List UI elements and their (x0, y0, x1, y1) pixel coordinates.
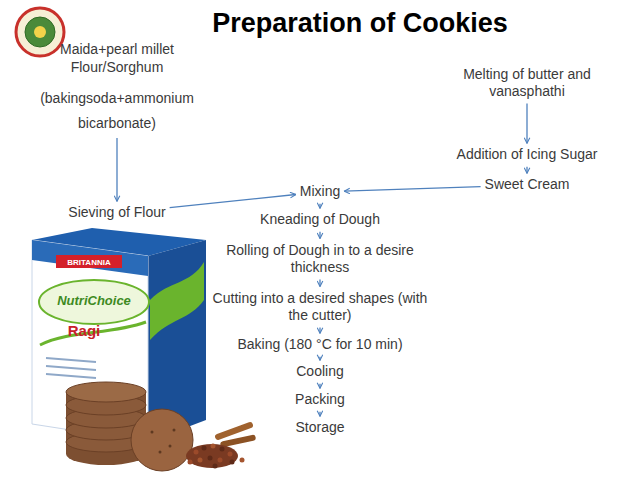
logo-swoosh (39, 280, 149, 324)
university-logo (16, 8, 64, 56)
flow-arrow (170, 195, 296, 208)
process-step: Rolling of Dough in to a desire thicknes… (208, 241, 433, 278)
cookie-dot (151, 431, 154, 434)
seed (213, 464, 218, 469)
process-step: Sweet Cream (483, 175, 572, 195)
process-step: Baking (180 °C for 10 min) (235, 335, 404, 355)
process-step: Packing (293, 390, 347, 410)
seed (218, 458, 223, 463)
step-text: Storage (295, 419, 344, 437)
flow-arrow (319, 357, 320, 361)
step-text: Cutting into a desired shapes (with the … (210, 290, 431, 325)
step-text: Addition of Icing Sugar (457, 146, 598, 164)
seed (211, 444, 216, 449)
step-text: Rolling of Dough in to a desire thicknes… (210, 242, 431, 277)
process-step: Storage (293, 418, 346, 438)
process-step: Addition of Icing Sugar (455, 145, 600, 165)
step-text: (bakingsoda+ammonium bicarbonate) (32, 86, 203, 135)
process-step: Mixing (298, 182, 342, 202)
step-text: Sieving of Flour (68, 204, 165, 222)
step-text: Baking (180 °C for 10 min) (237, 336, 402, 354)
pack-line (46, 366, 96, 370)
process-step: Cooling (294, 362, 345, 382)
seed (230, 460, 235, 465)
process-step: Cutting into a desired shapes (with the … (208, 289, 433, 326)
seed (240, 458, 245, 463)
package-text: NutriChoice (57, 293, 131, 308)
seed (198, 458, 203, 463)
process-step: Sieving of Flour (66, 203, 167, 223)
seed (208, 456, 213, 461)
logo-center (25, 17, 55, 47)
brand-banner (56, 255, 122, 268)
cookie-dot (169, 445, 172, 448)
flow-arrow (319, 412, 320, 417)
step-text: Packing (295, 391, 345, 409)
cookies (66, 382, 193, 471)
seed-pile (186, 444, 238, 468)
green-swoosh (40, 322, 146, 345)
step-text: Maida+pearl millet Flour/Sorghum (32, 41, 203, 76)
flow-arrow (319, 232, 320, 239)
flow-arrow (526, 104, 527, 144)
step-text: Cooling (296, 363, 343, 381)
pack-line (46, 358, 96, 362)
logo-sun (34, 26, 46, 38)
step-text: Sweet Cream (485, 176, 570, 194)
package-text: BRITANNIA (67, 257, 110, 266)
cookie-dot (159, 451, 162, 454)
flow-arrow (319, 384, 320, 389)
product-box (32, 228, 206, 442)
flow-arrow (116, 138, 117, 201)
box-band (32, 240, 148, 276)
process-step: Melting of butter and vanasphathi (445, 65, 610, 102)
process-step: Kneading of Dough (258, 210, 382, 230)
package-text: Ragi (68, 322, 101, 339)
cookie (131, 409, 193, 471)
flow-arrow (319, 280, 320, 287)
pack-line (46, 374, 96, 378)
cookie-dot (173, 429, 176, 432)
seed (194, 450, 199, 455)
ragi-seeds (186, 421, 256, 468)
step-text: Melting of butter and vanasphathi (447, 66, 608, 101)
flow-arrow (526, 167, 527, 174)
step-text: Mixing (300, 183, 340, 201)
box-front (32, 240, 148, 442)
seed (202, 446, 207, 451)
step-text: Kneading of Dough (260, 211, 380, 229)
seed (188, 460, 193, 465)
process-step: Maida+pearl millet Flour/Sorghum (bakings… (30, 40, 205, 136)
logo-ring (16, 8, 64, 56)
flow-arrow (319, 204, 320, 209)
box-side-leaf (150, 262, 204, 340)
seed (228, 452, 233, 457)
cookie (66, 382, 146, 402)
slide-title: Preparation of Cookies (212, 8, 508, 39)
seed (220, 447, 225, 452)
flow-arrow (319, 328, 320, 334)
flow-arrow (344, 187, 480, 192)
